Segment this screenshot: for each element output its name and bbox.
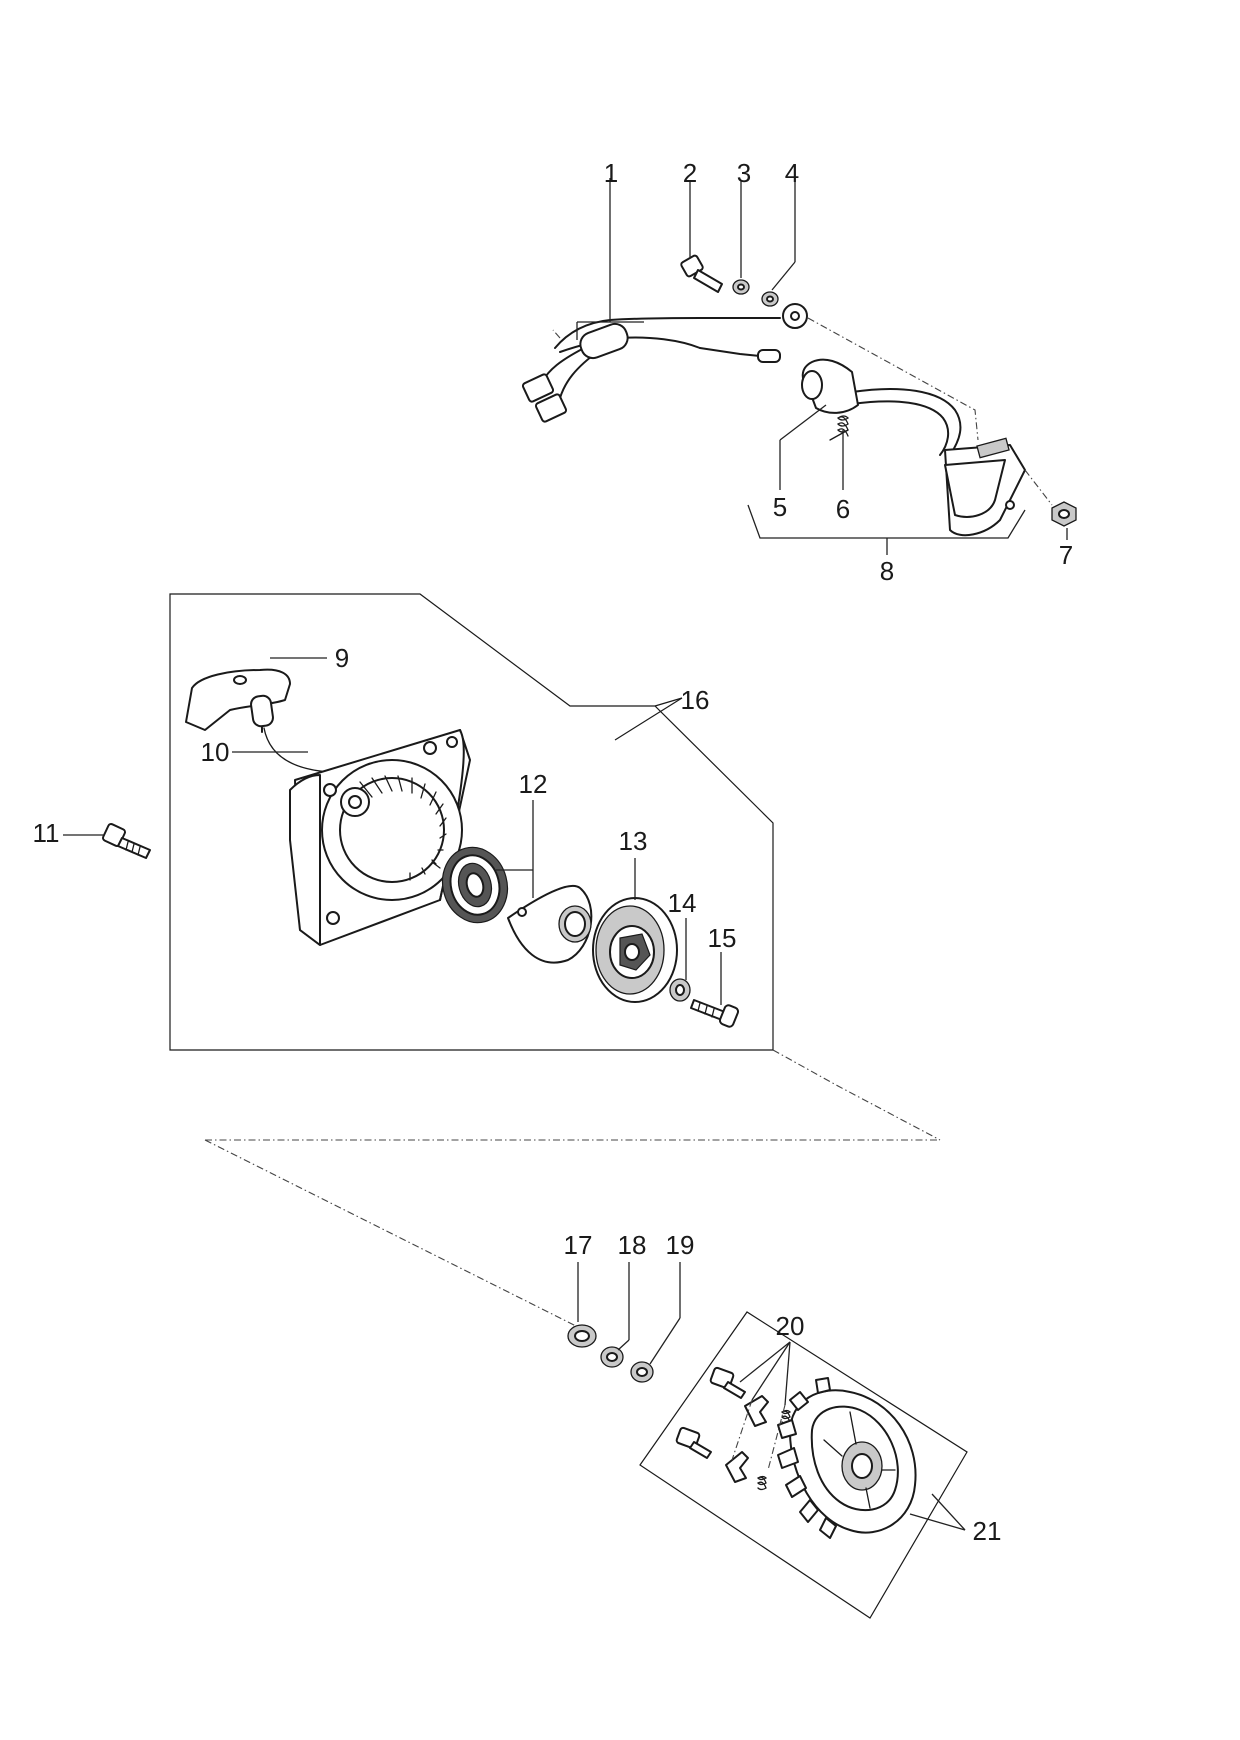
leader-line: [617, 1339, 630, 1351]
group-bracket: [747, 504, 1026, 539]
group-frame: [639, 1311, 968, 1619]
callout-8: 8: [880, 556, 894, 586]
nut-part: [567, 1324, 597, 1348]
spring-part: [756, 1475, 768, 1491]
starter-rope-part: [263, 727, 331, 773]
callout-17: 17: [564, 1230, 593, 1260]
callout-4: 4: [785, 158, 799, 188]
group-frame: [169, 593, 774, 1051]
washer-part: [630, 1361, 654, 1383]
callout-13: 13: [619, 826, 648, 856]
screw-part: [709, 1366, 746, 1399]
callout-3: 3: [737, 158, 751, 188]
starter-handle-part: [185, 668, 291, 733]
spring-cover-part: [507, 884, 593, 964]
ignition-coil-part: [851, 388, 1026, 537]
leader-line: [739, 1341, 791, 1383]
screw-part: [102, 823, 151, 859]
callout-19: 19: [666, 1230, 695, 1260]
washer-part: [732, 279, 750, 295]
wire-harness-part: [521, 303, 808, 423]
spark-plug-cap-part: [801, 358, 859, 414]
leader-line: [784, 1341, 791, 1406]
group-frame: [614, 697, 683, 741]
leader-line: [649, 1317, 681, 1365]
ignition-assembly: [521, 178, 1077, 555]
callout-5: 5: [773, 492, 787, 522]
assembly-line: [204, 1139, 581, 1329]
leader-line: [909, 1513, 966, 1531]
starter-housing-part: [289, 729, 471, 946]
nut-part: [1051, 501, 1077, 527]
callout-2: 2: [683, 158, 697, 188]
callout-10: 10: [201, 737, 230, 767]
group-frame: [654, 697, 683, 707]
assembly-line: [552, 329, 561, 339]
washer-part: [669, 978, 691, 1002]
callout-9: 9: [335, 643, 349, 673]
callout-21: 21: [973, 1516, 1002, 1546]
pawl-part: [725, 1451, 749, 1483]
callout-18: 18: [618, 1230, 647, 1260]
screw-part: [675, 1426, 712, 1459]
callout-15: 15: [708, 923, 737, 953]
assembly-line: [772, 1049, 941, 1141]
assembly-line: [731, 1399, 753, 1461]
callout-labels: 1 2 3 4 5 6 7 8 9 10 11 12 13 14 15 16 1…: [33, 158, 1074, 1546]
assembly-line: [1024, 469, 1053, 506]
callout-16: 16: [681, 685, 710, 715]
callout-7: 7: [1059, 540, 1073, 570]
assembly-line: [767, 1404, 786, 1471]
flywheel-part: [777, 1377, 917, 1539]
assembly-line: [807, 317, 979, 441]
recoil-spring-part: [431, 846, 509, 924]
washer-part: [600, 1346, 624, 1368]
leader-line: [751, 1341, 791, 1401]
callout-20: 20: [776, 1311, 805, 1341]
pulley-part: [592, 897, 678, 1003]
callout-14: 14: [668, 888, 697, 918]
screw-part: [680, 254, 723, 293]
callout-6: 6: [836, 494, 850, 524]
pawl-part: [744, 1395, 769, 1427]
leader-line: [931, 1493, 966, 1531]
callout-12: 12: [519, 769, 548, 799]
spring-part: [829, 415, 850, 441]
leader-line: [771, 261, 796, 291]
screw-part: [690, 999, 740, 1028]
leader-line: [779, 404, 827, 441]
callout-11: 11: [33, 818, 60, 848]
callout-1: 1: [604, 158, 618, 188]
washer-part: [761, 291, 779, 307]
recoil-starter-assembly: [63, 593, 941, 1141]
flywheel-assembly: [567, 1262, 968, 1619]
